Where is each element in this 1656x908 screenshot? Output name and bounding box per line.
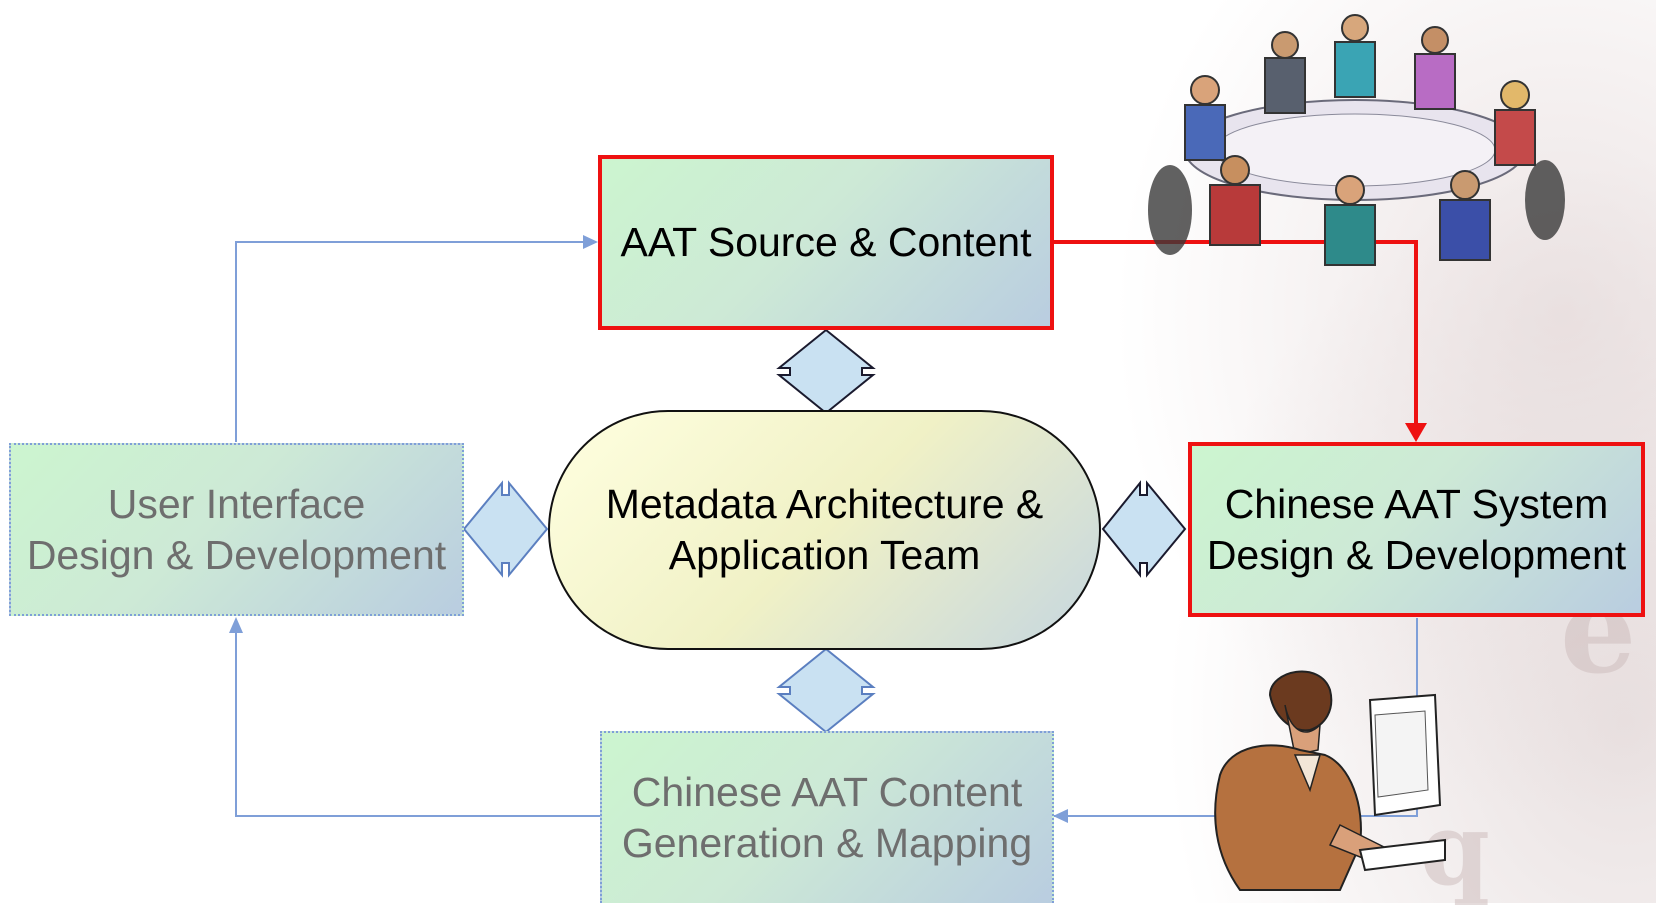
connector-bottom-to-left-arrow [229, 617, 243, 633]
chinese-aat-system-label: Chinese AAT System Design & Development [1206, 480, 1627, 578]
worker-illustration [1214, 670, 1446, 891]
chinese-aat-content-box[interactable]: Chinese AAT Content Generation & Mapping [600, 731, 1054, 903]
connector-right-to-bottom-arrow [1053, 809, 1068, 823]
chinese-aat-content-label: Chinese AAT Content Generation & Mapping [621, 769, 1033, 866]
metadata-architecture-label: Metadata Architecture & Application Team [605, 481, 1044, 578]
connector-bottom-to-left [235, 620, 600, 817]
connector-top-to-right-arrow [1405, 423, 1427, 442]
connector-right-to-bottom [1054, 618, 1418, 817]
vertical-double-arrow-bottom [776, 647, 876, 734]
horizontal-double-arrow-right [1101, 480, 1187, 578]
connector-left-to-top-arrow [583, 235, 598, 249]
user-interface-box[interactable]: User Interface Design & Development [9, 443, 464, 616]
connector-left-to-top [235, 241, 596, 442]
vertical-double-arrow-top [776, 328, 876, 415]
horizontal-double-arrow-left [462, 480, 549, 578]
aat-source-content-box[interactable]: AAT Source & Content [598, 155, 1054, 330]
metadata-architecture-hub[interactable]: Metadata Architecture & Application Team [548, 410, 1101, 650]
meeting-illustration [1148, 14, 1565, 266]
user-interface-label: User Interface Design & Development [26, 480, 447, 578]
aat-source-content-label: AAT Source & Content [620, 219, 1032, 265]
chinese-aat-system-box[interactable]: Chinese AAT System Design & Development [1188, 442, 1645, 617]
